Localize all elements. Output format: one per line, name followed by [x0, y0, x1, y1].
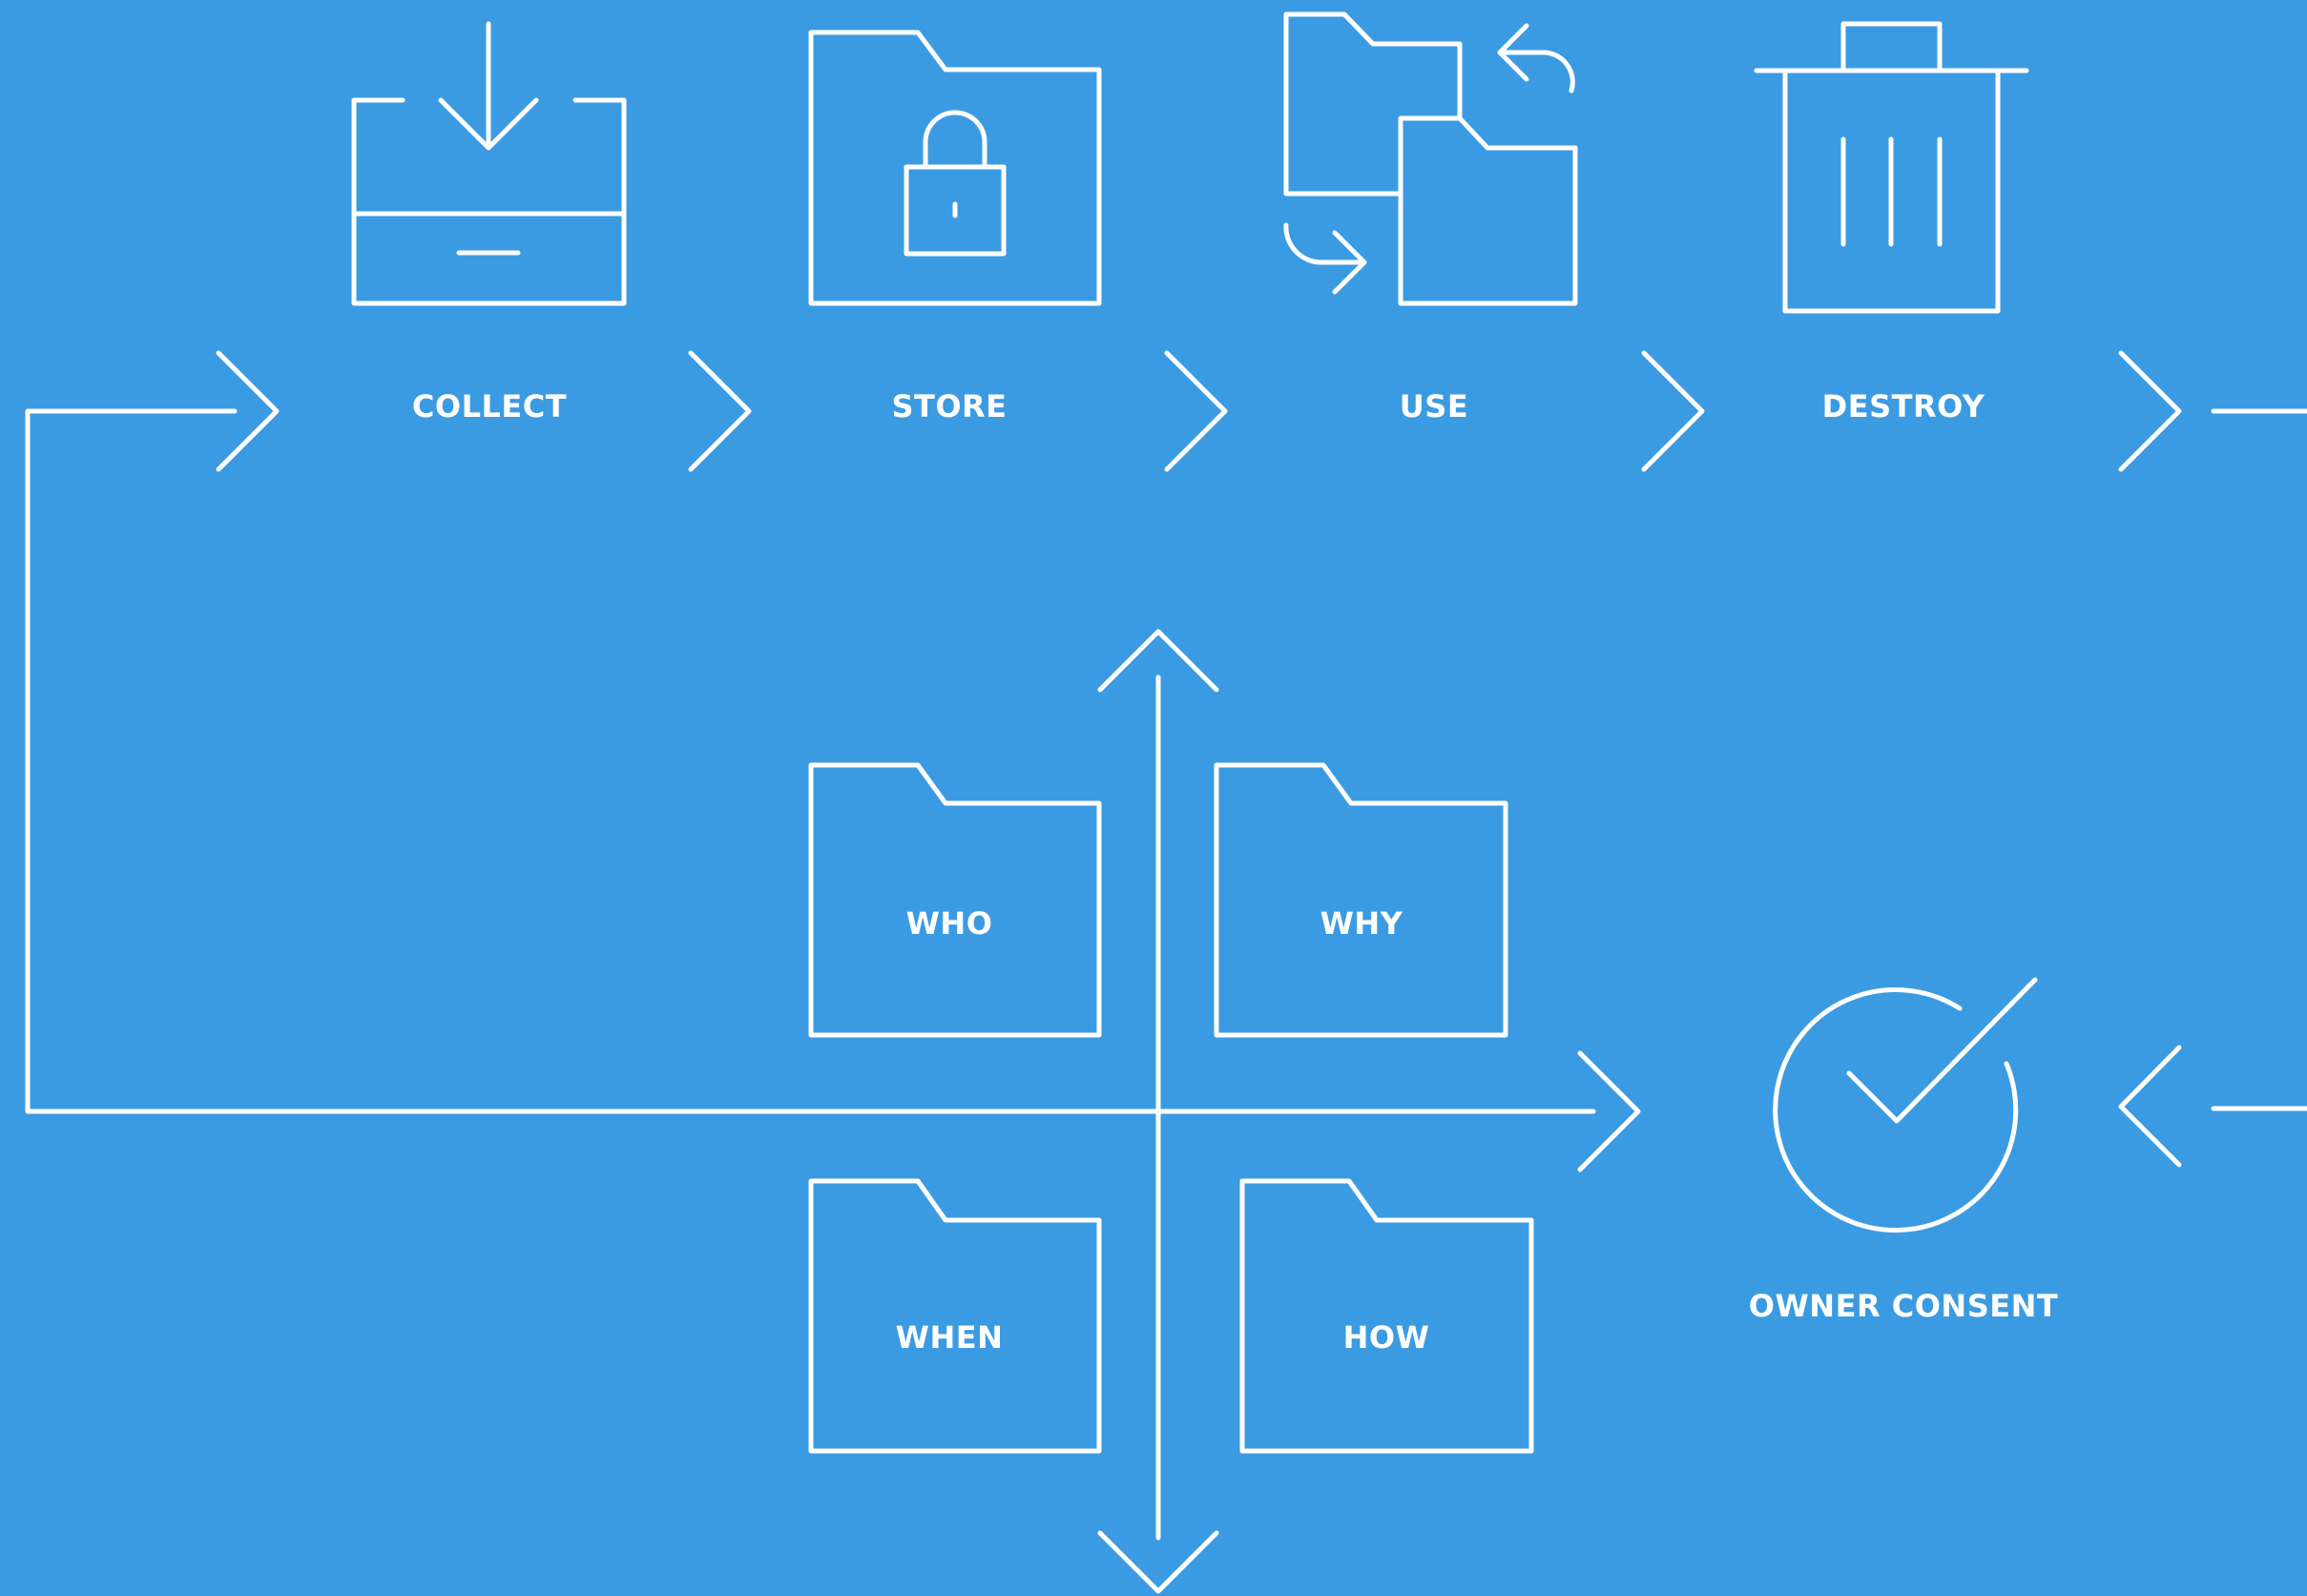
step-label-use: USE [1399, 388, 1469, 425]
folder-label-when: WHEN [895, 1319, 1004, 1356]
folder-when-icon [808, 1178, 1102, 1454]
inbox-download-icon [351, 21, 627, 306]
folder-who-icon [808, 762, 1102, 1038]
loop-connector-line [25, 408, 1596, 1114]
folder-why-icon [1214, 762, 1508, 1038]
arrow-up-icon [1097, 629, 1219, 693]
chevron-right-icon [1164, 350, 1228, 472]
chevron-right-icon [1577, 1050, 1641, 1172]
folder-how-icon [1239, 1178, 1534, 1454]
chevron-right-icon [216, 350, 280, 472]
check-circle-icon [1773, 977, 2038, 1233]
step-label-collect: COLLECT [411, 388, 568, 425]
folder-exchange-icon [1283, 11, 1578, 306]
chevron-left-icon [2118, 1045, 2182, 1168]
folder-label-why: WHY [1320, 905, 1403, 942]
chevron-right-icon [1641, 350, 1705, 472]
step-label-store: STORE [891, 388, 1008, 425]
locked-folder-icon [808, 30, 1102, 306]
arrow-down-icon [1097, 1530, 1219, 1594]
owner-consent-label: OWNER CONSENT [1748, 1288, 2059, 1324]
folder-label-who: WHO [905, 905, 993, 942]
folder-label-how: HOW [1342, 1319, 1430, 1356]
chevron-right-icon [2118, 350, 2182, 472]
trash-icon [1754, 21, 2029, 314]
step-label-destroy: DESTROY [1821, 388, 1985, 425]
chevron-right-icon [688, 350, 752, 472]
